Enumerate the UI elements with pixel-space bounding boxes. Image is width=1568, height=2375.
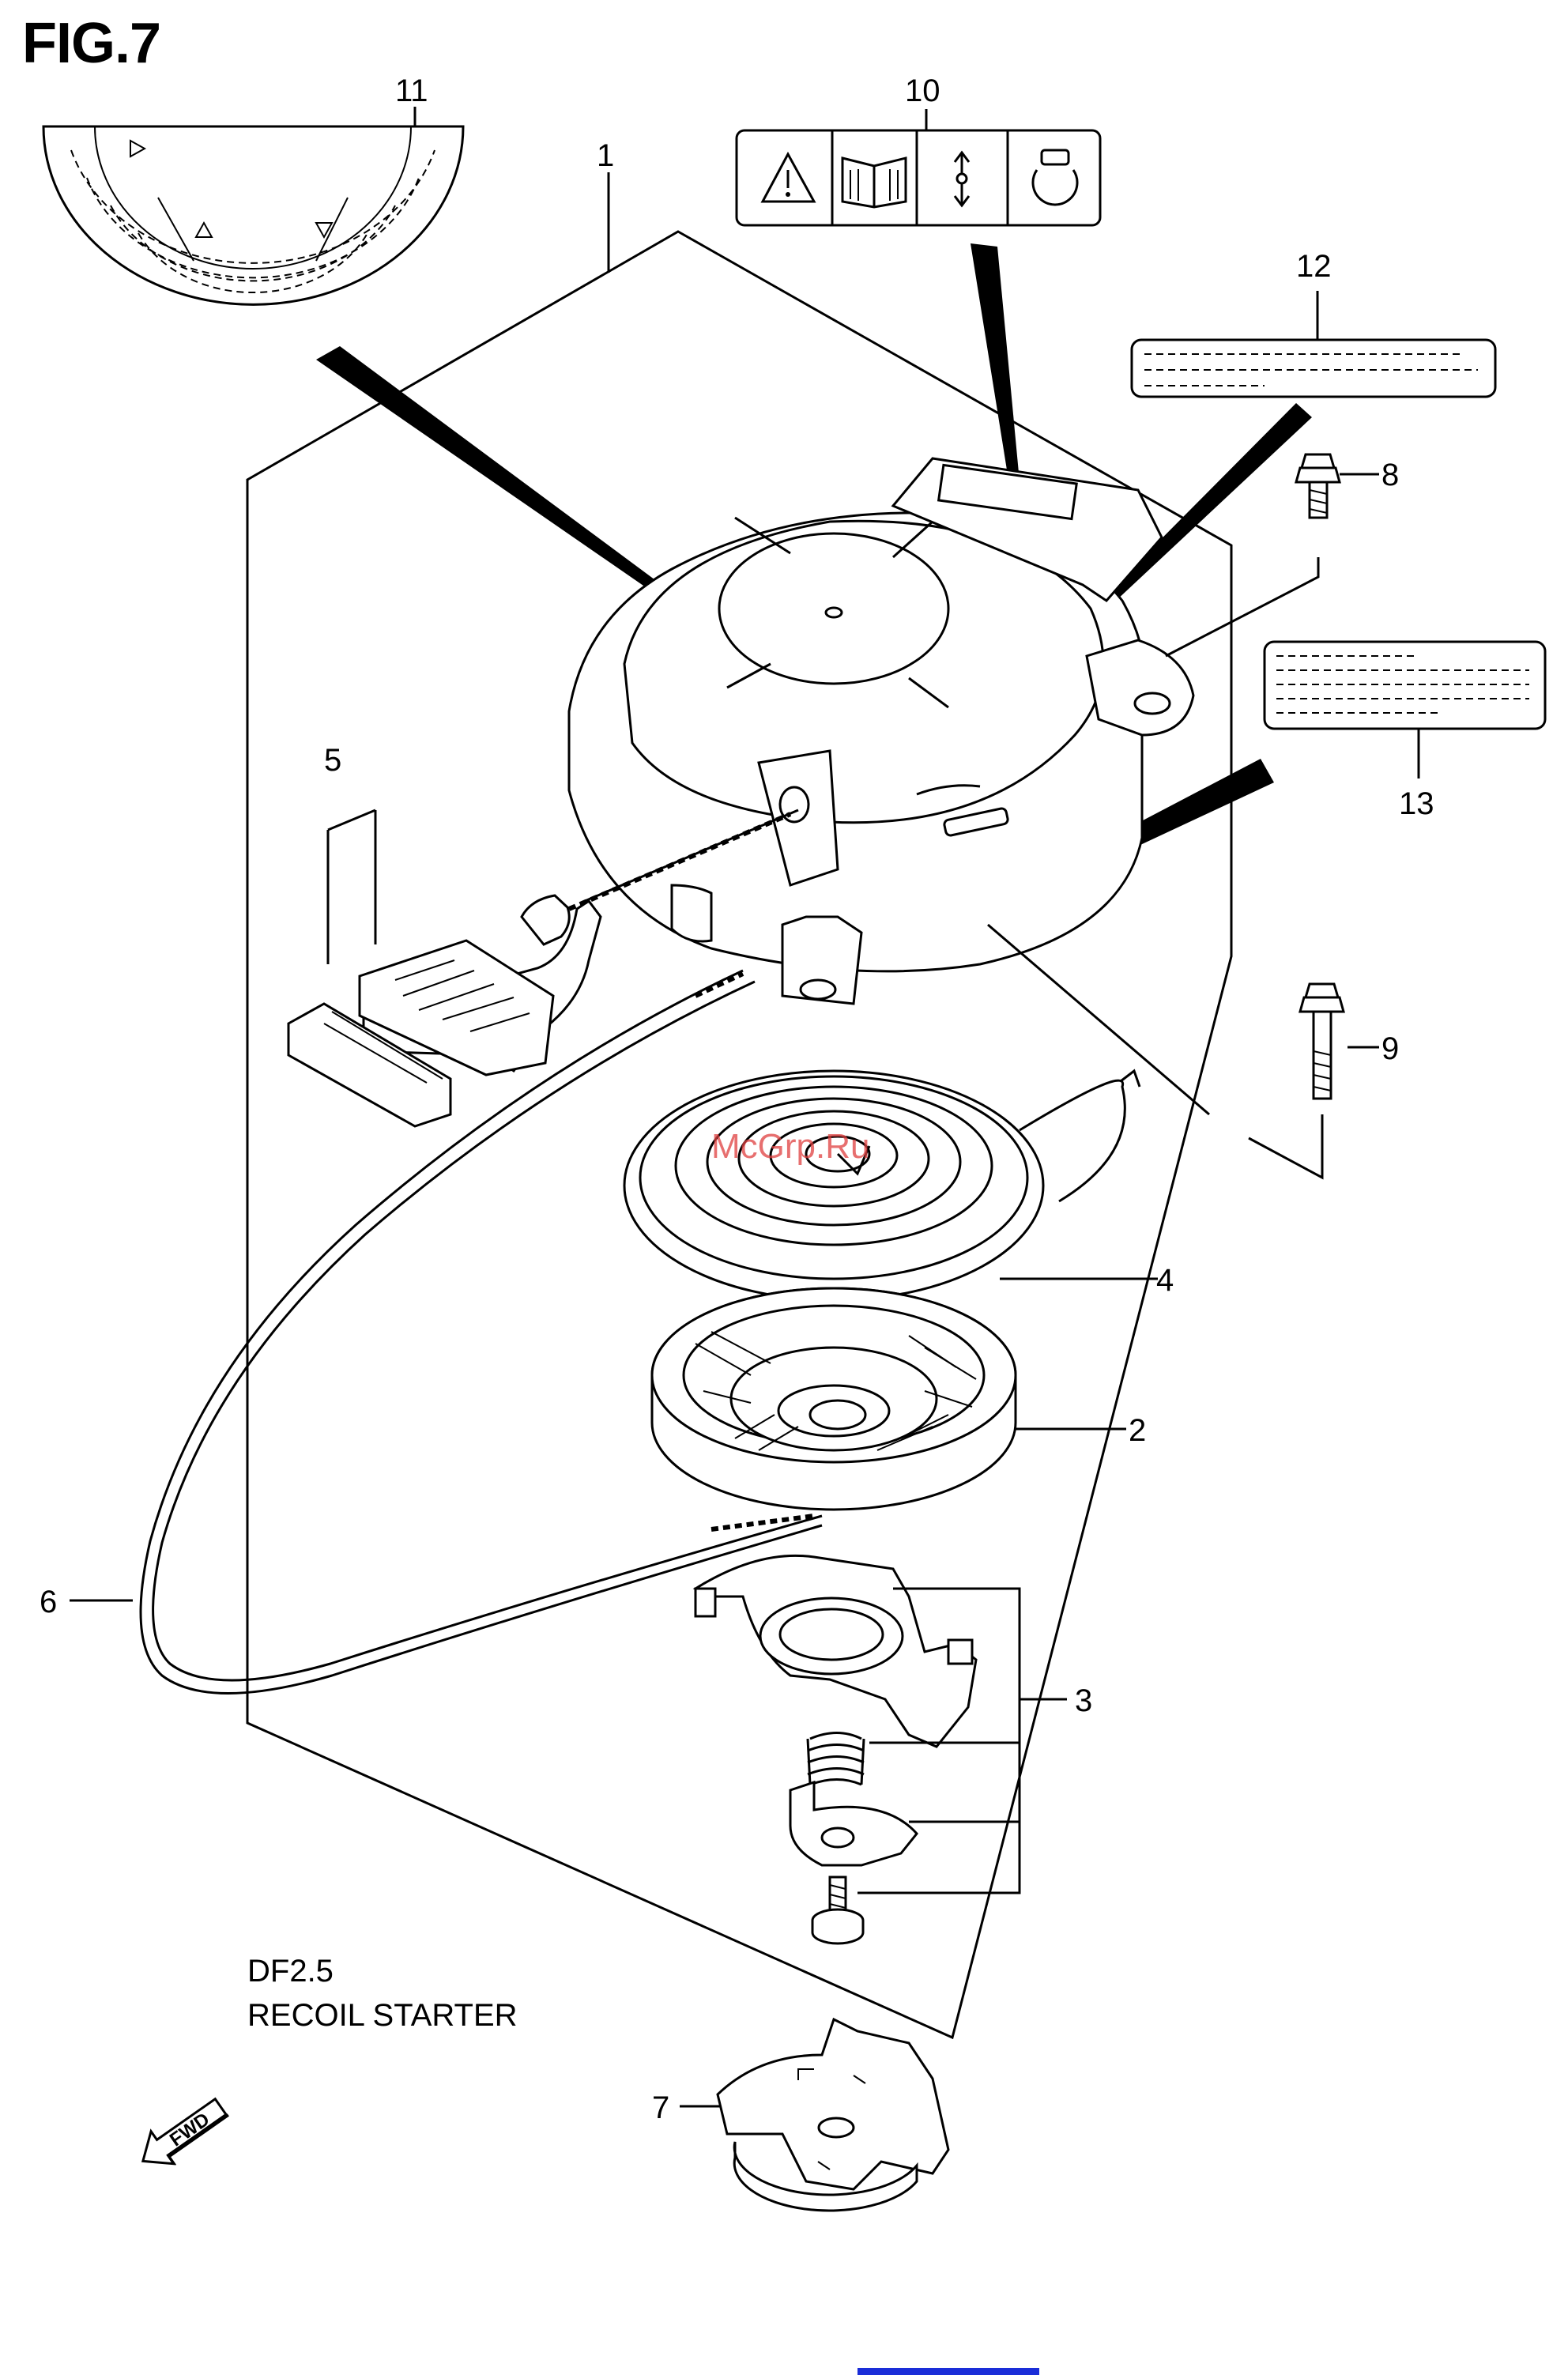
- callout-3: 3: [1075, 1683, 1092, 1718]
- callout-13: 13: [1399, 786, 1434, 821]
- watermark: McGrp.Ru: [711, 1127, 869, 1166]
- callout-2: 2: [1129, 1413, 1146, 1448]
- callout-6: 6: [40, 1585, 57, 1619]
- part-8-bolt: [1166, 454, 1340, 656]
- pull-direction-icon: [955, 153, 969, 205]
- part-10-pictogram-label: [737, 130, 1100, 225]
- starter-housing: [569, 458, 1193, 1004]
- part-12-label: [1132, 340, 1495, 397]
- part-11-arc-label: [43, 126, 463, 304]
- callout-8: 8: [1381, 458, 1399, 492]
- pointer-wedge-11: [316, 346, 664, 594]
- part-3-ratchet-kit: [695, 1555, 1067, 1943]
- callout-9: 9: [1381, 1031, 1399, 1066]
- ratchet-spring: [808, 1733, 864, 1785]
- callout-11: 11: [395, 74, 428, 108]
- pointer-wedge-10: [971, 243, 1021, 500]
- ratchet-screw: [812, 1877, 863, 1943]
- callout-1: 1: [597, 138, 614, 173]
- model-label: DF2.5: [247, 1954, 334, 1989]
- footer-bar: [858, 2368, 1039, 2375]
- callout-7: 7: [652, 2090, 669, 2125]
- callout-10: 10: [905, 74, 940, 108]
- callout-5: 5: [324, 743, 341, 778]
- callout-12: 12: [1296, 249, 1332, 284]
- part-13-label: [1265, 642, 1545, 729]
- fwd-arrow-icon: FWD: [132, 2090, 235, 2179]
- part-2-rope-reel: [652, 1288, 1016, 1510]
- callout-4: 4: [1156, 1263, 1174, 1298]
- part-7-drive-plate: [718, 2019, 948, 2211]
- part-9-bolt: [988, 925, 1344, 1178]
- part-5-starter-handle: [288, 810, 601, 1126]
- diagram-name: RECOIL STARTER: [247, 1998, 518, 2034]
- part-4-recoil-spring: [624, 1071, 1140, 1300]
